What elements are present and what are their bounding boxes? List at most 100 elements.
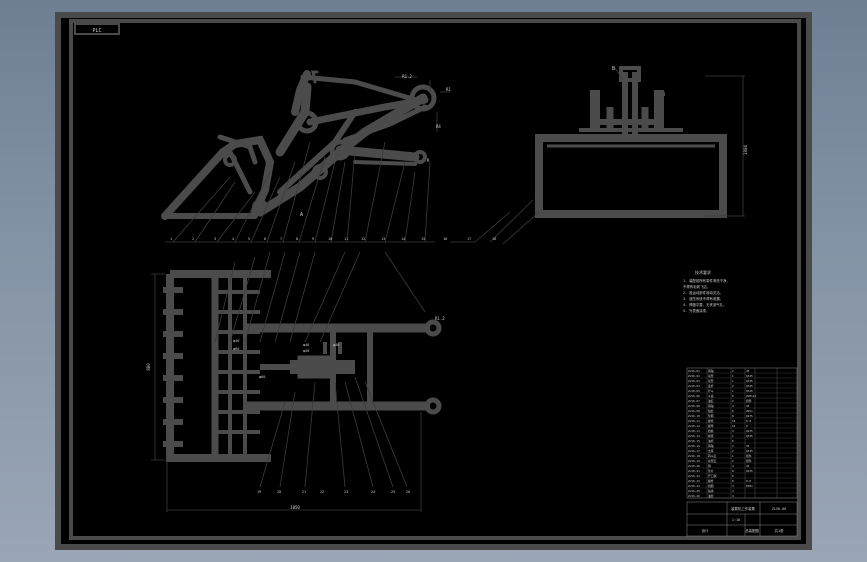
bom-cell: ZL50-14 <box>688 434 700 438</box>
bom-cell: 1 <box>732 379 734 383</box>
inner-frame <box>69 19 801 540</box>
bom-cell: 4 <box>732 429 734 433</box>
plan-leaders <box>151 251 426 512</box>
bom-cell: 摇臂 <box>708 379 714 383</box>
title-tag: PLC <box>92 28 101 34</box>
title-block-school: 设计 <box>702 528 709 533</box>
tech-req-line: 2. 各运动部件转动灵活， <box>683 290 723 295</box>
bom-cell: 轴承 <box>708 489 714 493</box>
front-dims <box>502 67 745 245</box>
callouts-top: 1 2 3 4 5 6 7 8 9 10 11 12 13 14 15 16 1… <box>170 237 496 241</box>
bom-cell: 2 <box>732 459 734 463</box>
bom-cell: ZL50-02 <box>688 374 700 378</box>
side-dim-right-a: R1 <box>446 87 451 92</box>
bom-cell: 垫片 <box>708 469 714 473</box>
bom-cell: Q345 <box>746 449 753 453</box>
bom-cell: 横梁 <box>708 434 714 438</box>
svg-text:φ50: φ50 <box>303 349 309 353</box>
bom-cell: 2 <box>732 399 734 403</box>
tech-req-line: 1. 装配前所有零件清洗干净， <box>683 278 730 283</box>
bom-cell: 16 <box>732 424 736 428</box>
bom-cell: ZL50-23 <box>688 479 700 483</box>
bom-cell: 45 <box>746 404 750 408</box>
tech-req-line: 4. 焊缝平整，无夹渣气孔。 <box>683 302 726 307</box>
svg-text:1: 1 <box>170 237 172 241</box>
bom-cell: 1 <box>732 389 734 393</box>
bom-cell: 销轴 <box>708 404 714 408</box>
title-block-sheet: 共1张 <box>775 528 784 533</box>
bom-cell: 销轴 <box>708 444 714 448</box>
bom-cell: ZL50-10 <box>688 414 700 418</box>
svg-text:9: 9 <box>312 237 314 241</box>
svg-text:5: 5 <box>248 237 250 241</box>
bom-cell: 螺母 <box>708 424 714 428</box>
bom-cell: 开口销 <box>708 474 717 478</box>
bom-cell: 8 <box>732 394 734 398</box>
bom-cell: 4 <box>732 404 734 408</box>
side-leaders <box>165 76 534 243</box>
bom-cell: 8.8 <box>746 479 751 483</box>
bom-cell: 螺栓 <box>708 419 714 423</box>
title-block-drawing-no: ZL50-00 <box>772 507 786 511</box>
svg-text:17: 17 <box>467 237 471 241</box>
bom-cell: 组件 <box>746 399 752 403</box>
tech-requirements: 技术要求 1. 装配前所有零件清洗干净， 不得有毛刺飞边。 2. 各运动部件转动… <box>683 269 730 313</box>
bom-cell: ZL50-25 <box>688 489 700 493</box>
cad-viewport[interactable]: PLC R1.2 R1 R4 R A <box>55 12 812 550</box>
bom-cell: ZL50-05 <box>688 389 700 393</box>
svg-text:22: 22 <box>320 490 324 494</box>
bom-cell: ZL50-19 <box>688 459 700 463</box>
bom-cell: 4 <box>732 464 734 468</box>
bom-cell: ZL50-15 <box>688 439 700 443</box>
bom-cell: 1 <box>732 434 734 438</box>
bom-cell: ZL50-24 <box>688 484 700 488</box>
bucket-outline <box>161 135 275 220</box>
bom-cell: 组件 <box>746 454 752 458</box>
bom-cell: 8 <box>732 414 734 418</box>
svg-text:26: 26 <box>406 490 410 494</box>
tilt-cylinder <box>335 145 420 162</box>
bom-cell: 4 <box>732 484 734 488</box>
bom-cell: ZL50-18 <box>688 454 700 458</box>
outer-frame <box>55 12 812 550</box>
svg-text:φ60: φ60 <box>233 347 239 351</box>
svg-text:15: 15 <box>421 237 425 241</box>
bom-cell: 45 <box>746 444 750 448</box>
bom-cell: 2 <box>732 384 734 388</box>
bom-cell: 挡板 <box>708 429 714 433</box>
svg-text:13: 13 <box>381 237 385 241</box>
svg-text:19: 19 <box>257 490 261 494</box>
bom-cell: 8 <box>732 409 734 413</box>
bom-cell: ZGMn13 <box>746 394 756 398</box>
front-height-dim: 1004 <box>743 145 748 155</box>
svg-text:φ60: φ60 <box>259 375 265 379</box>
side-center-mark: A <box>300 212 303 218</box>
svg-text:21: 21 <box>302 490 306 494</box>
bom-cell: ZL50-06 <box>688 394 700 398</box>
bom-cell: 8 <box>732 479 734 483</box>
bom-cell: ZL50-03 <box>688 379 700 383</box>
bom-cell: 油管 <box>708 494 714 498</box>
bom-cell: 8 <box>732 474 734 478</box>
bom-cell: Q235 <box>746 429 753 433</box>
bom-cell: Q345 <box>746 389 753 393</box>
bom-cell: 支座 <box>708 449 714 453</box>
bom-cell: 销 <box>708 464 711 468</box>
title-tag-box <box>74 23 120 35</box>
svg-text:8: 8 <box>296 237 298 241</box>
bom-cell: 油缸 <box>708 399 714 403</box>
bom-cell: Q345 <box>746 384 753 388</box>
bom-cell: 连杆 <box>708 384 714 388</box>
cad-drawing: PLC R1.2 R1 R4 R A <box>55 12 812 550</box>
svg-text:16: 16 <box>443 237 447 241</box>
front-mast <box>622 72 638 134</box>
bom-cell: ZL50-13 <box>688 429 700 433</box>
plan-left-dim: 880 <box>146 363 151 371</box>
bom-cell: Q345 <box>746 434 753 438</box>
bom-cell: 16 <box>732 419 736 423</box>
bom-cell: 2 <box>732 449 734 453</box>
svg-text:3: 3 <box>214 237 216 241</box>
bom-cell: ZL50-26 <box>688 494 700 498</box>
bom-cell: Q345 <box>746 374 753 378</box>
